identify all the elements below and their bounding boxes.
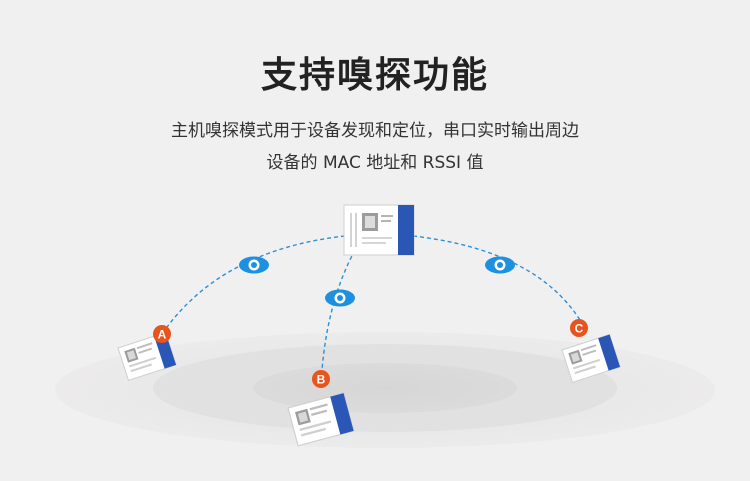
floor-shadow-inner <box>253 363 517 413</box>
badge-b: B <box>312 370 330 388</box>
host-module <box>343 204 415 256</box>
description-line-2: 设备的 MAC 地址和 RSSI 值 <box>266 153 484 173</box>
eye-icon <box>239 256 269 274</box>
link-a <box>161 235 346 335</box>
badge-a: A <box>153 325 171 343</box>
link-c <box>412 235 581 321</box>
badge-c: C <box>570 319 588 337</box>
eye-icon <box>325 289 355 307</box>
svg-text:B: B <box>317 373 326 387</box>
svg-text:C: C <box>575 322 584 336</box>
svg-text:A: A <box>158 328 167 342</box>
description-line-1: 主机嗅探模式用于设备发现和定位，串口实时输出周边 <box>171 121 579 141</box>
page-title: 支持嗅探功能 <box>260 55 489 96</box>
eye-icon <box>485 256 515 274</box>
